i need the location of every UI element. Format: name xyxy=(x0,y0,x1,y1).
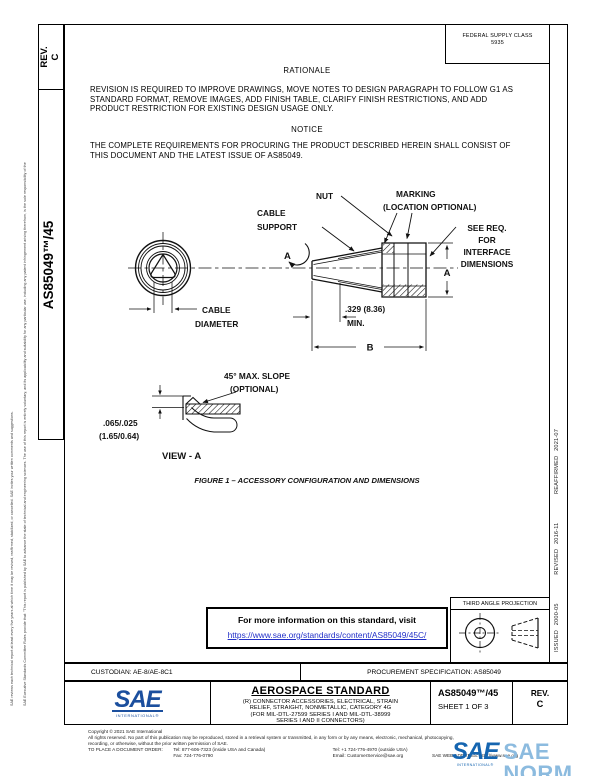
main-frame xyxy=(64,24,550,663)
document-type-title: AEROSPACE STANDARD xyxy=(251,685,390,697)
tel-inside: Tel: 877-606-7323 (inside USA and Canada… xyxy=(173,746,266,752)
cable-diameter-dimension xyxy=(129,282,197,313)
figure-labels: NUT CABLE SUPPORT MARKING (LOCATION OPTI… xyxy=(99,189,514,485)
rev-value-text: C xyxy=(49,53,61,61)
custodian-row: CUSTODIAN: AE-8/AE-8C1 PROCUREMENT SPECI… xyxy=(64,663,568,681)
doc-number-cell: AS85049™/45 SHEET 1 OF 3 xyxy=(431,682,513,724)
label-cable-diameter-2: DIAMETER xyxy=(195,319,238,329)
more-info-text: For more information on this standard, v… xyxy=(237,615,417,625)
subtitle-line-1: (R) CONNECTOR ACCESSORIES, ELECTRICAL, S… xyxy=(242,698,399,705)
third-angle-projection-box: THIRD ANGLE PROJECTION xyxy=(450,597,550,663)
doc-number: AS85049™/45 xyxy=(438,688,499,698)
rights-line-1: All rights reserved. No part of this pub… xyxy=(88,734,454,740)
label-dim-329: .329 (8.36) xyxy=(345,304,385,314)
dimension-329-min xyxy=(293,283,356,322)
watermark-name: SAE NORM xyxy=(503,739,573,776)
label-see-req-2: FOR xyxy=(478,235,496,245)
left-margin-disclaimer-2: SAE reviews each technical report at lea… xyxy=(10,411,14,706)
label-dim-a: A xyxy=(444,268,451,279)
label-slope-1: 45° MAX. SLOPE xyxy=(224,371,290,381)
label-slope-2: (OPTIONAL) xyxy=(230,384,279,394)
label-cable-support-2: SUPPORT xyxy=(257,222,297,232)
label-see-req-4: DIMENSIONS xyxy=(461,259,514,269)
sae-logo-text: SAE xyxy=(112,685,163,713)
title-cell: AEROSPACE STANDARD (R) CONNECTOR ACCESSO… xyxy=(211,682,431,724)
notice-body: THE COMPLETE REQUIREMENTS FOR PROCURING … xyxy=(90,141,511,160)
side-view xyxy=(311,242,427,298)
label-dim-min: MIN. xyxy=(347,318,365,328)
watermark-sae-logo-subtext: INTERNATIONAL® xyxy=(456,763,494,767)
title-block: SAE INTERNATIONAL® AEROSPACE STANDARD (R… xyxy=(64,681,568,725)
figure-1-drawing: NUT CABLE SUPPORT MARKING (LOCATION OPTI… xyxy=(99,189,514,485)
fsc-line2: 5935 xyxy=(491,40,504,46)
third-angle-projection-icon xyxy=(459,613,539,653)
email-address: Email: CustomerService@sae.org xyxy=(332,752,404,758)
sae-logo-subtext: INTERNATIONAL® xyxy=(115,712,160,718)
rev-cell-value: C xyxy=(536,699,544,709)
view-a-detail xyxy=(152,385,241,433)
subtitle-line-4: SERIES I AND II CONNECTORS) xyxy=(276,718,365,725)
label-view-a: VIEW - A xyxy=(162,451,201,462)
copyright-block: Copyright © 2021 SAE International All r… xyxy=(88,729,558,759)
label-thickness-1: .065/.025 xyxy=(103,418,138,428)
order-label: TO PLACE A DOCUMENT ORDER: xyxy=(88,746,163,752)
revision-history-vertical: ISSUED 2000-05 REVISED 2016-11 REAFFIRME… xyxy=(553,428,560,652)
watermark-sae-logo: SAE INTERNATIONAL® xyxy=(452,738,499,768)
web-address: SAE WEB ADDRESS: http://www.sae.org xyxy=(431,752,519,758)
label-see-req-1: SEE REQ. xyxy=(467,223,506,233)
left-margin-disclaimer-1: SAE Executive Standards Committee Rules … xyxy=(23,161,27,706)
figure-caption: FIGURE 1 – ACCESSORY CONFIGURATION AND D… xyxy=(194,476,419,485)
label-dim-b: B xyxy=(367,343,374,354)
doc-number-box xyxy=(38,90,64,440)
rationale-heading: RATIONALE xyxy=(283,66,331,75)
federal-supply-class-box: FEDERAL SUPPLY CLASS 5935 xyxy=(445,24,550,64)
label-thickness-2: (1.65/0.64) xyxy=(99,431,139,441)
right-margin-column xyxy=(550,24,568,663)
projection-label: THIRD ANGLE PROJECTION xyxy=(451,598,549,610)
more-info-box: For more information on this standard, v… xyxy=(206,607,448,649)
rationale-body: REVISION IS REQUIRED TO IMPROVE DRAWINGS… xyxy=(90,85,514,114)
tel-outside: Tel: +1 724-776-4970 (outside USA) xyxy=(332,746,408,752)
sheet-number: SHEET 1 OF 3 xyxy=(438,702,489,711)
leader-lines xyxy=(202,195,457,404)
sidebar-doc-number: AS85049™/45 xyxy=(41,220,56,310)
label-marking-2: (LOCATION OPTIONAL) xyxy=(383,202,477,212)
standard-url-link[interactable]: https://www.sae.org/standards/content/AS… xyxy=(227,630,427,640)
procurement-spec-cell: PROCUREMENT SPECIFICATION: AS85049 xyxy=(367,668,501,676)
watermark-sae-logo-text: SAE xyxy=(452,738,499,765)
notice-heading: NOTICE xyxy=(291,125,323,134)
rev-label-text: REV. xyxy=(39,46,50,68)
fsc-line1: FEDERAL SUPPLY CLASS xyxy=(462,33,533,39)
watermark-name-block: SAE NORM — STANDARDS — xyxy=(503,741,600,776)
rev-box xyxy=(38,24,64,90)
end-view xyxy=(134,239,192,297)
label-see-req-3: INTERFACE xyxy=(463,247,510,257)
rev-cell: REV. C xyxy=(513,682,567,724)
sae-logo: SAE INTERNATIONAL® xyxy=(65,682,211,724)
custodian-cell: CUSTODIAN: AE-8/AE-8C1 xyxy=(65,664,301,680)
dimension-a xyxy=(428,242,453,298)
fax-number: Fax: 724-776-0790 xyxy=(173,752,213,758)
subtitle-line-3: (FOR MIL-DTL-27599 SERIES I AND MIL-DTL-… xyxy=(250,711,391,718)
subtitle-line-2: RELIEF, STRAIGHT, NONMETALLIC, CATEGORY … xyxy=(249,705,392,712)
rev-cell-label: REV. xyxy=(530,689,550,698)
label-nut: NUT xyxy=(316,191,333,201)
label-section-a: A xyxy=(284,251,291,262)
copyright-line: Copyright © 2021 SAE International xyxy=(88,729,163,734)
dimension-b xyxy=(311,281,427,351)
sidebar-rev-label: REV. C xyxy=(39,26,61,88)
label-cable-diameter-1: CABLE xyxy=(202,305,231,315)
section-a-arrow xyxy=(288,243,310,269)
sae-norm-watermark: SAE INTERNATIONAL® SAE NORM — STANDARDS … xyxy=(452,738,600,776)
label-marking-1: MARKING xyxy=(396,189,436,199)
rights-line-2: recording, or otherwise, without the pri… xyxy=(88,740,228,746)
label-cable-support-1: CABLE xyxy=(257,208,286,218)
